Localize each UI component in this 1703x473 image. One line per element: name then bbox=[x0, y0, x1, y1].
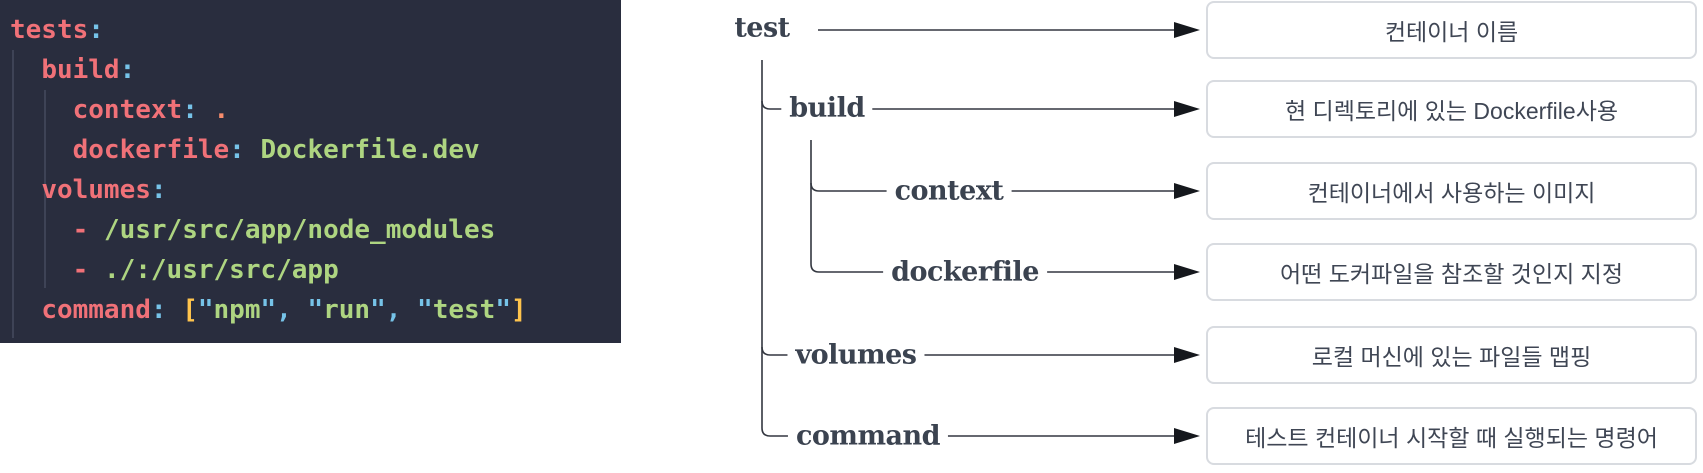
desc-box-context: 컨테이너에서 사용하는 이미지 bbox=[1206, 162, 1697, 220]
line-context bbox=[810, 182, 1176, 192]
code-line: context: . bbox=[72, 95, 230, 125]
desc-text: 어떤 도커파일을 참조할 것인지 지정 bbox=[1280, 261, 1623, 287]
desc-box-dockerfile: 어떤 도커파일을 참조할 것인지 지정 bbox=[1206, 243, 1697, 301]
arrowhead-icon bbox=[1174, 101, 1200, 117]
code-line: dockerfile: Dockerfile.dev bbox=[72, 135, 480, 165]
code-line: - /usr/src/app/node_modules bbox=[72, 215, 496, 245]
desc-box-build: 현 디렉토리에 있는 Dockerfile사용 bbox=[1206, 80, 1697, 138]
desc-text: 테스트 컨테이너 시작할 때 실행되는 명령어 bbox=[1245, 425, 1658, 451]
desc-box-command: 테스트 컨테이너 시작할 때 실행되는 명령어 bbox=[1206, 407, 1697, 465]
yaml-code: tests: build: context: . dockerfile: Doc… bbox=[0, 0, 621, 330]
arrowhead-icon bbox=[1174, 22, 1200, 38]
indent-guide bbox=[44, 90, 46, 288]
arrowhead-icon bbox=[1174, 347, 1200, 363]
indent-guide bbox=[12, 50, 14, 338]
code-line: - ./:/usr/src/app bbox=[72, 255, 339, 285]
tree-node-dockerfile: dockerfile bbox=[883, 254, 1047, 290]
tree-node-context: context bbox=[886, 173, 1012, 209]
tree-node-build: build bbox=[781, 90, 873, 126]
line-volumes bbox=[761, 346, 1176, 356]
tree-node-test: test bbox=[726, 10, 798, 46]
desc-text: 현 디렉토리에 있는 Dockerfile사용 bbox=[1284, 98, 1619, 124]
desc-box-test: 컨테이너 이름 bbox=[1206, 1, 1697, 59]
line-sub-vertical-dockerfile bbox=[810, 140, 1176, 273]
desc-box-volumes: 로컬 머신에 있는 파일들 맵핑 bbox=[1206, 326, 1697, 384]
arrowhead-icon bbox=[1174, 264, 1200, 280]
arrowhead-icon bbox=[1174, 428, 1200, 444]
line-build bbox=[761, 100, 1176, 110]
arrowhead-icon bbox=[1174, 183, 1200, 199]
code-line: volumes: bbox=[41, 175, 167, 205]
tree-node-volumes: volumes bbox=[787, 337, 925, 373]
desc-text: 컨테이너 이름 bbox=[1384, 19, 1519, 45]
code-line: build: bbox=[41, 55, 136, 85]
desc-text: 로컬 머신에 있는 파일들 맵핑 bbox=[1311, 344, 1592, 370]
code-line: tests: bbox=[10, 15, 104, 45]
line-main-vertical-command bbox=[761, 60, 1176, 437]
yaml-code-block: tests: build: context: . dockerfile: Doc… bbox=[0, 0, 621, 343]
desc-text: 컨테이너에서 사용하는 이미지 bbox=[1307, 180, 1596, 206]
tree-node-command: command bbox=[787, 418, 949, 454]
code-line: command: ["npm", "run", "test"] bbox=[41, 295, 527, 325]
